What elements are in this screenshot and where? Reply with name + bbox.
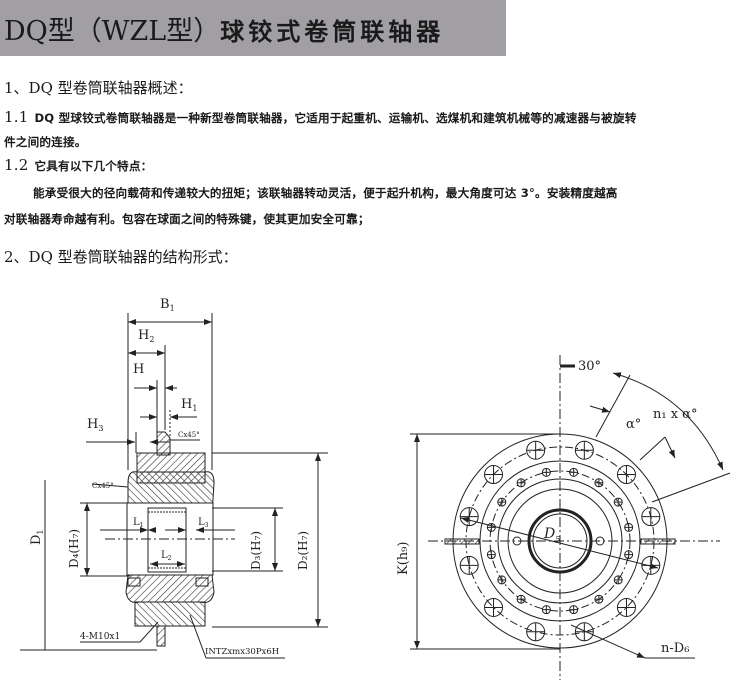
label-d1: D1 <box>29 529 45 545</box>
label-n-d6: n-D₆ <box>661 641 689 656</box>
end-view-labels: 30° α° n₁ x α° K(h₉) D5 n-D₆ <box>396 359 697 656</box>
para-features-cont: 对联轴器寿命越有利。包容在球面之间的特殊键，使其更加安全可靠； <box>4 212 370 226</box>
label-h1: H1 <box>181 397 197 413</box>
label-bolt-spec: 4-M10x1 <box>80 632 120 642</box>
para-number: 1.1 <box>4 108 29 126</box>
label-l1: L1 <box>133 517 143 529</box>
para-1-1-cont: 件之间的连接。 <box>4 135 87 149</box>
label-alpha: α° <box>626 417 641 432</box>
para-features: 能承受很大的径向载荷和传递较大的扭矩；该联轴器转动灵活，便于起升机构，最大角度可… <box>33 186 618 200</box>
para-1-1: 1.1 DQ 型球铰式卷筒联轴器是一种新型卷筒联轴器，它适用于起重机、运输机、选煤… <box>4 108 636 126</box>
para-number: 1.2 <box>4 156 29 174</box>
label-l3: L3 <box>198 517 209 529</box>
label-d5: D5 <box>543 526 560 544</box>
para-1-2: 1.2 它具有以下几个特点： <box>4 156 152 174</box>
section-view-drawing <box>20 313 328 659</box>
label-h2: H2 <box>138 328 154 344</box>
label-k: K(h₉) <box>396 542 411 575</box>
label-h3: H3 <box>87 417 103 433</box>
title-banner: DQ型（WZL型）球铰式卷筒联轴器 <box>0 0 506 56</box>
label-d3: D₃(H₇) <box>249 531 263 570</box>
section2-heading: 2、DQ 型卷筒联轴器的结构形式： <box>4 248 238 266</box>
label-b1: B1 <box>160 297 175 313</box>
label-chamfer-left: Cx45° <box>92 482 114 490</box>
section1-heading: 1、DQ 型卷筒联轴器概述： <box>4 79 193 97</box>
label-chamfer-top: Cx45° <box>178 431 200 439</box>
label-spline-spec: INTZxmx30Px6H <box>205 647 279 657</box>
label-h: H <box>133 362 144 377</box>
title-model: DQ型（WZL型） <box>4 16 221 47</box>
page-title: DQ型（WZL型）球铰式卷筒联轴器 <box>4 9 444 48</box>
section-view-labels: B1 H2 H H1 H3 Cx45° Cx45° D1 D₄(H₇) D₃(H… <box>29 297 310 657</box>
para-text: 它具有以下几个特点： <box>34 159 153 173</box>
para-text: DQ 型球铰式卷筒联轴器是一种新型卷筒联轴器，它适用于起重机、运输机、选煤机和建… <box>34 111 637 125</box>
title-product: 球铰式卷筒联轴器 <box>220 18 445 46</box>
label-n1-alpha: n₁ x α° <box>653 407 697 422</box>
label-l2: L2 <box>161 550 172 562</box>
label-d2: D₂(H₇) <box>296 531 310 570</box>
end-view-drawing <box>410 355 731 680</box>
label-d4: D₄(H₇) <box>67 529 81 568</box>
label-angle-30: 30° <box>578 359 601 374</box>
